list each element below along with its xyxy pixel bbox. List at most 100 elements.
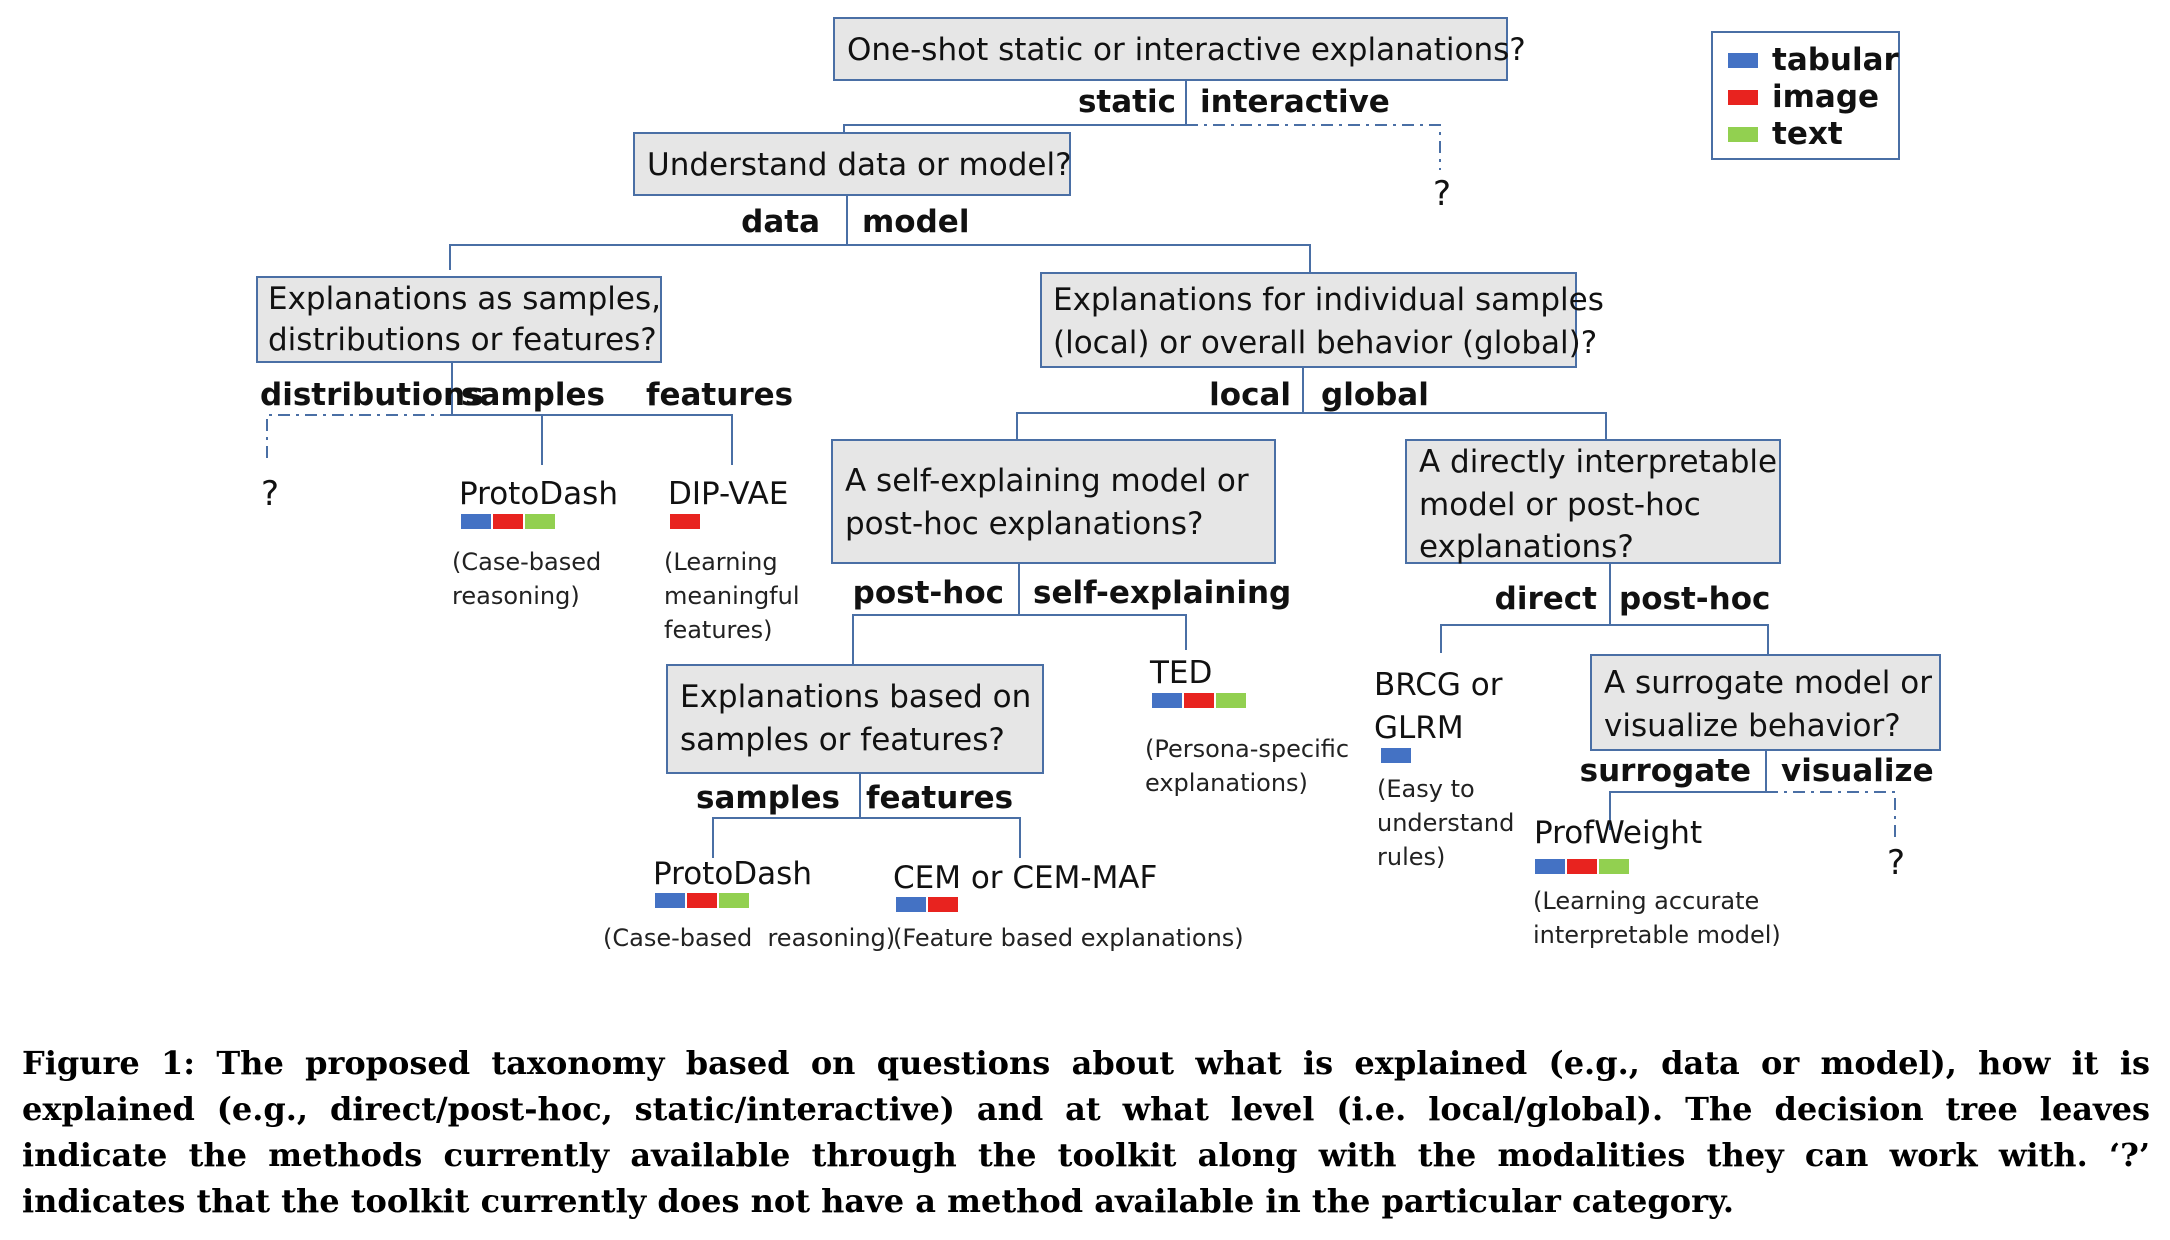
leaf-name: BRCG or (1374, 667, 1503, 703)
edge-label-surrogate: surrogate (1580, 753, 1751, 789)
edge-label-features-2: features (866, 780, 1013, 816)
legend-label-text: text (1772, 116, 1843, 152)
question-text: One-shot static or interactive explanati… (847, 32, 1526, 68)
question-text: explanations? (1419, 529, 1634, 565)
leaf-ted: TED (Persona-specific explanations) (1145, 655, 1349, 797)
edge-label-model: model (862, 204, 969, 240)
leaf-note: (Learning accurate (1533, 887, 1759, 915)
image-modality-swatch (1567, 859, 1597, 874)
tabular-modality-swatch (1381, 748, 1411, 763)
leaf-note: (Learning (664, 548, 778, 576)
leaf-note: (Persona-specific (1145, 735, 1349, 763)
legend-label-tabular: tabular (1772, 42, 1900, 78)
question-box-direct-posthoc: A directly interpretable model or post-h… (1405, 439, 1781, 565)
unknown-mark-interactive: ? (1433, 174, 1451, 214)
question-text: distributions or features? (268, 322, 657, 358)
edge-label-samples: samples (461, 377, 605, 413)
unknown-mark-visualize: ? (1887, 843, 1905, 883)
text-modality-swatch (719, 893, 749, 908)
legend-swatch-text (1728, 127, 1758, 142)
edge-label-visualize: visualize (1781, 753, 1934, 789)
tabular-modality-swatch (896, 897, 926, 912)
question-text: post-hoc explanations? (845, 506, 1203, 542)
text-modality-swatch (1216, 693, 1246, 708)
image-modality-swatch (687, 893, 717, 908)
edge-label-samples-2: samples (696, 780, 840, 816)
leaf-name: ProtoDash (653, 856, 812, 892)
leaf-note: (Case-based (452, 548, 601, 576)
question-box-samples-features: Explanations based on samples or feature… (666, 664, 1044, 774)
edge-label-distributions: distributions (260, 377, 484, 413)
image-modality-swatch (928, 897, 958, 912)
leaf-note: (Feature based explanations) (893, 924, 1244, 952)
question-box-static-interactive: One-shot static or interactive explanati… (833, 17, 1526, 81)
leaf-note: reasoning) (452, 582, 580, 610)
unknown-mark-distributions: ? (261, 474, 279, 514)
question-text: A self-explaining model or (845, 463, 1249, 499)
image-modality-swatch (1184, 693, 1214, 708)
leaf-note: interpretable model) (1533, 921, 1781, 949)
modality-bar (670, 514, 700, 529)
edge-label-self-explaining: self-explaining (1033, 575, 1291, 611)
leaf-name: ProtoDash (459, 476, 618, 512)
leaf-note: explanations) (1145, 769, 1308, 797)
edge-label-interactive: interactive (1200, 84, 1390, 120)
modality-bar (1535, 859, 1629, 874)
question-box-surrogate-visualize: A surrogate model or visualize behavior? (1590, 654, 1941, 751)
modality-bar (655, 893, 749, 908)
question-text: model or post-hoc (1419, 487, 1701, 523)
tabular-modality-swatch (461, 514, 491, 529)
question-text: Explanations for individual samples (1053, 282, 1604, 318)
leaf-name: TED (1149, 655, 1212, 691)
leaf-note: (Case-based reasoning) (603, 924, 895, 952)
text-modality-swatch (1599, 859, 1629, 874)
tabular-modality-swatch (655, 893, 685, 908)
tabular-modality-swatch (1152, 693, 1182, 708)
legend-swatch-tabular (1728, 53, 1758, 68)
leaf-name: DIP-VAE (668, 476, 788, 512)
leaf-cem: CEM or CEM-MAF (Feature based explanatio… (893, 860, 1244, 952)
edge-label-post-hoc: post-hoc (853, 575, 1004, 611)
modality-bar (1381, 748, 1411, 763)
leaf-note: rules) (1377, 843, 1445, 871)
question-box-data-model: Understand data or model? (633, 132, 1072, 196)
leaf-note: understand (1377, 809, 1514, 837)
question-text: Explanations as samples, (268, 281, 661, 317)
legend-swatch-image (1728, 90, 1758, 105)
leaf-protodash-samples: ProtoDash (Case-based reasoning) (452, 476, 618, 610)
tabular-modality-swatch (1535, 859, 1565, 874)
question-text: visualize behavior? (1604, 708, 1901, 744)
leaf-note: (Easy to (1377, 775, 1475, 803)
leaf-name: GLRM (1374, 710, 1464, 746)
question-box-self-explaining-posthoc: A self-explaining model or post-hoc expl… (831, 439, 1276, 564)
leaf-brcg-glrm: BRCG or GLRM (Easy to understand rules) (1374, 667, 1514, 871)
legend-label-image: image (1772, 79, 1879, 115)
taxonomy-diagram: One-shot static or interactive explanati… (256, 17, 1941, 952)
modality-bar (461, 514, 555, 529)
modality-bar (896, 897, 958, 912)
question-text: A surrogate model or (1604, 665, 1932, 701)
leaf-note: meaningful (664, 582, 800, 610)
leaf-dip-vae: DIP-VAE (Learning meaningful features) (664, 476, 800, 644)
image-modality-swatch (670, 514, 700, 529)
leaf-name: ProfWeight (1534, 815, 1702, 851)
edge-label-data: data (741, 204, 820, 240)
edge-label-local: local (1209, 377, 1291, 413)
question-text: Explanations based on (680, 679, 1031, 715)
question-box-samples-distributions-features: Explanations as samples, distributions o… (256, 276, 662, 363)
question-text: samples or features? (680, 722, 1005, 758)
edge-labels: static interactive data model distributi… (260, 84, 1934, 816)
question-text: A directly interpretable (1419, 444, 1777, 480)
image-modality-swatch (493, 514, 523, 529)
leaf-name: CEM or CEM-MAF (893, 860, 1157, 896)
edge-label-global: global (1321, 377, 1429, 413)
text-modality-swatch (525, 514, 555, 529)
question-box-local-global: Explanations for individual samples (loc… (1040, 272, 1604, 368)
leaf-note: features) (664, 616, 773, 644)
question-text: (local) or overall behavior (global)? (1053, 325, 1597, 361)
connectors (266, 80, 1896, 858)
figure-caption: Figure 1: The proposed taxonomy based on… (22, 1044, 2150, 1220)
leaf-protodash-samples-2: ProtoDash (Case-based reasoning) (603, 856, 895, 952)
